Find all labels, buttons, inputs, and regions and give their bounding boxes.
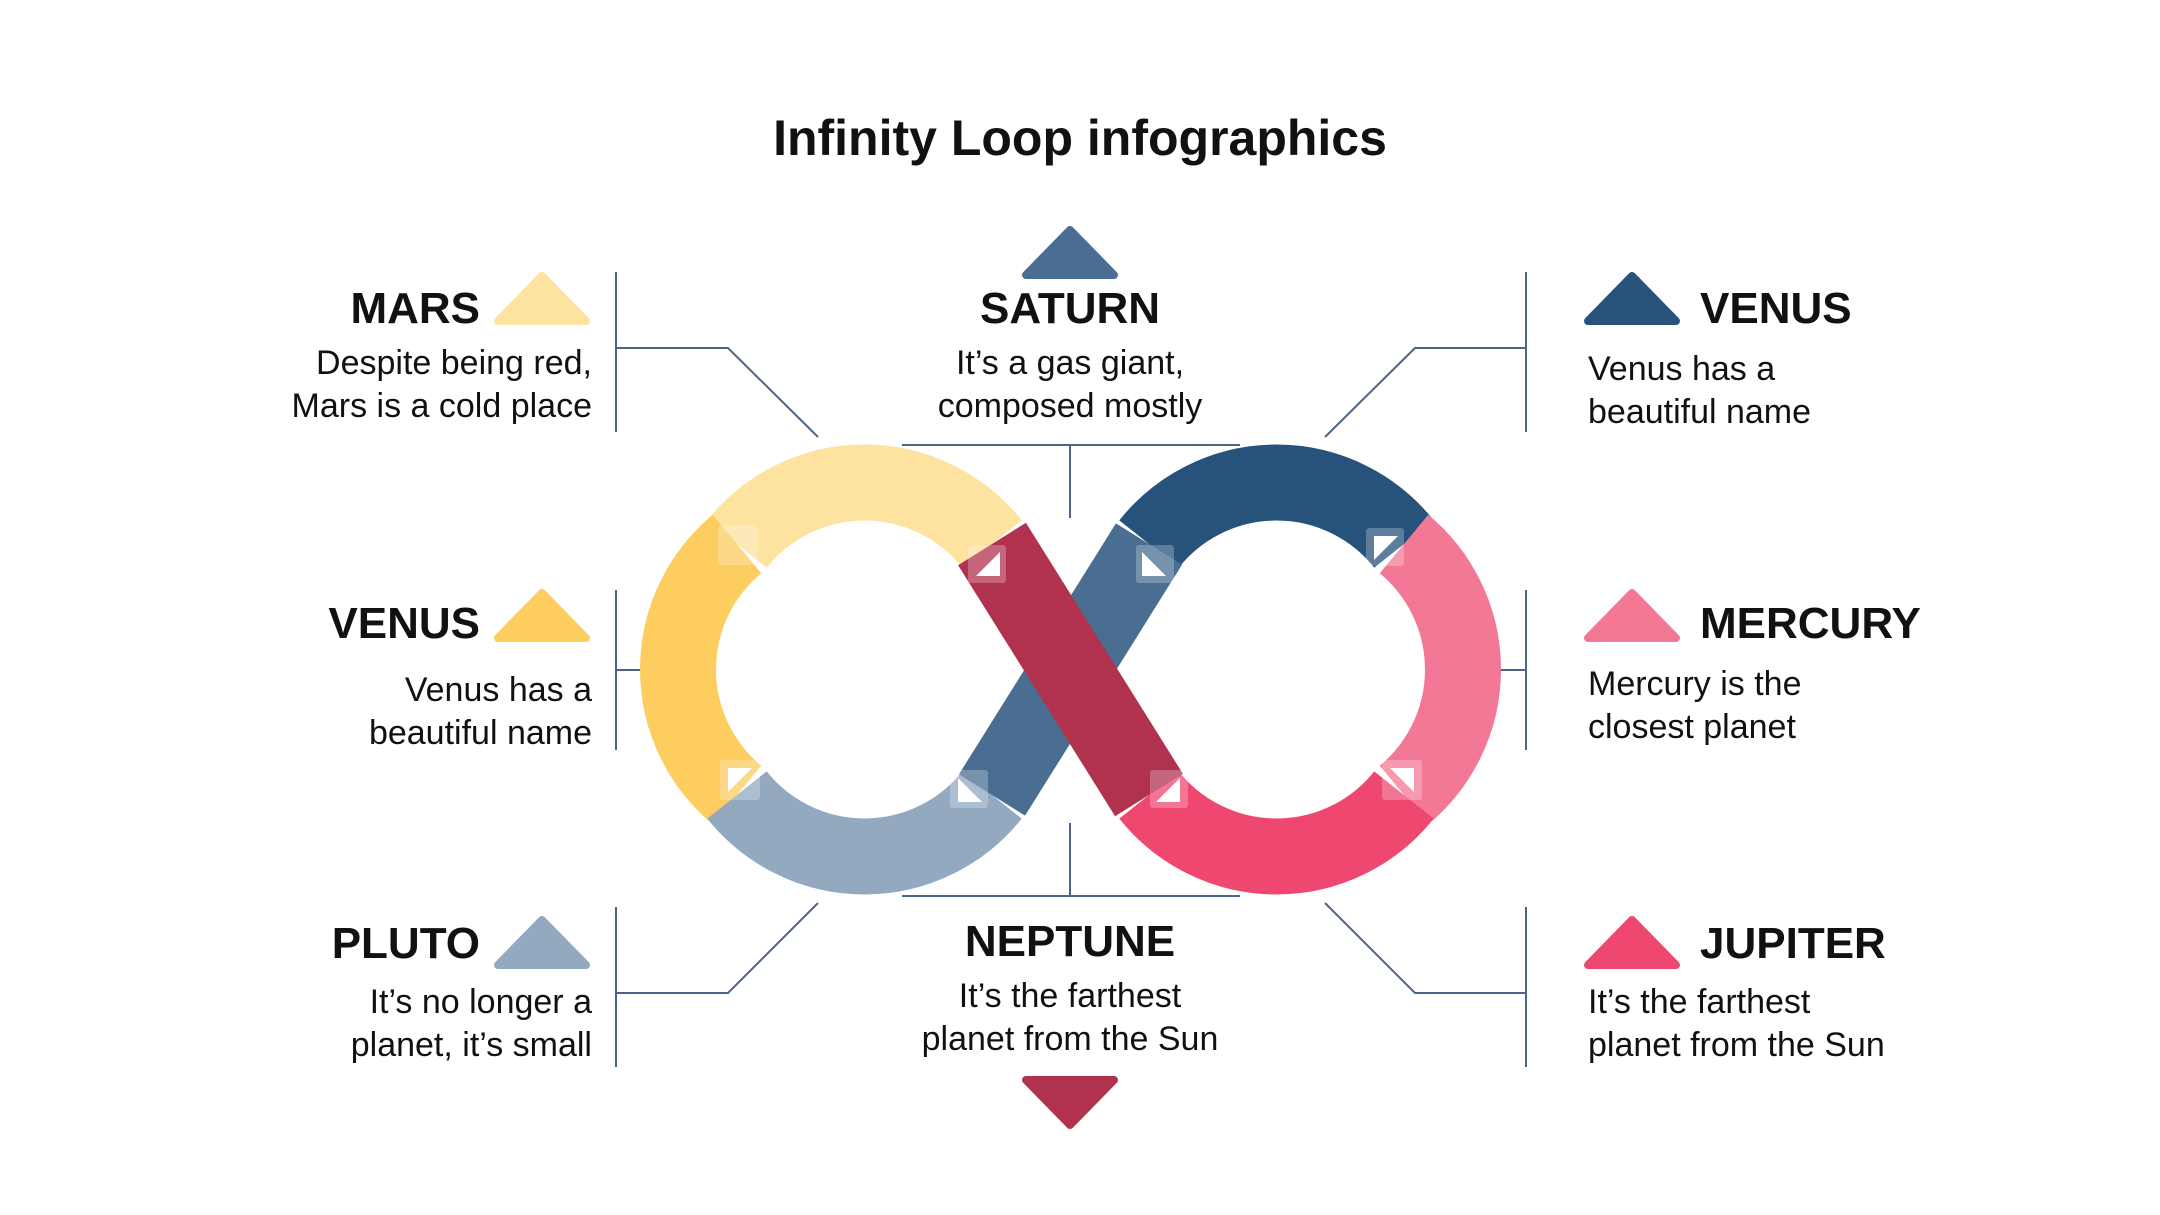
connector-mars-leader [616,347,819,438]
fold-mark-6 [1374,536,1398,560]
item-description: It’s the farthest planet from the Sun [810,975,1330,1061]
fold-mark-4 [1156,778,1180,802]
item-neptune: NEPTUNE It’s the farthest planet from th… [810,915,1330,1061]
item-description-line: Venus has a [1588,350,1776,388]
segment-pluto [707,770,1022,895]
page-title: Infinity Loop infographics [773,110,1387,166]
item-description-line: It’s the farthest [958,977,1182,1015]
item-description-line: planet from the Sun [1588,1026,1885,1064]
triangle-pluto [494,916,590,969]
item-description-line: closest planet [1588,708,1796,746]
triangle-jupiter [1584,916,1680,969]
triangle-saturn [1022,226,1118,279]
fold-mark-3 [958,778,982,802]
loop-right [1119,444,1501,895]
item-name: VENUS [1700,284,1852,333]
triangle-venus-left [494,589,590,642]
segment-mercury [1379,514,1501,825]
triangle-venus-right [1584,272,1680,325]
connector-lines [615,272,1527,1067]
item-name: PLUTO [331,919,480,968]
segment-venus-left [640,514,762,825]
item-description-line: composed mostly [937,387,1203,425]
band-neptune [958,522,1183,817]
item-name: JUPITER [1700,919,1886,968]
segment-mars [707,444,1022,569]
item-name: SATURN [979,284,1161,333]
triangle-markers [494,226,1680,1129]
loop-left [640,444,1022,895]
item-description-line: It’s no longer a [369,983,592,1021]
triangle-mercury [1584,589,1680,642]
item-description: Venus has a beautiful name [1588,348,2018,434]
item-description-line: Despite being red, [316,344,592,382]
triangle-mars [494,272,590,325]
item-saturn: SATURN It’s a gas giant, composed mostly [810,282,1330,428]
item-description: Mercury is the closest planet [1588,663,2018,749]
item-description: Venus has a beautiful name [162,669,592,755]
item-description-line: It’s a gas giant, [955,344,1185,382]
item-name: MERCURY [1700,599,1921,648]
item-description: It’s a gas giant, composed mostly [810,342,1330,428]
item-venus-right: VENUS Venus has a beautiful name [1588,282,2018,434]
connector-jupiter-leader [1324,902,1526,994]
item-name: MARS [350,284,480,333]
item-description-line: Venus has a [404,671,592,709]
segment-jupiter [1119,770,1434,895]
item-description-line: beautiful name [1588,393,1812,431]
fold-tl-outer [718,525,758,565]
item-name: NEPTUNE [964,917,1176,966]
item-description: It’s no longer a planet, it’s small [162,981,592,1067]
item-description: Despite being red, Mars is a cold place [162,342,592,428]
item-jupiter: JUPITER It’s the farthest planet from th… [1588,917,2018,1067]
item-name: VENUS [328,599,480,648]
item-description-line: planet from the Sun [921,1020,1219,1058]
segment-venus-right [1119,444,1434,569]
item-description-line: Mercury is the [1588,665,1802,703]
item-venus-left: VENUS Venus has a beautiful name [162,597,592,755]
fold-mark-2 [728,768,752,792]
item-description: It’s the farthest planet from the Sun [1588,981,2018,1067]
fold-mark-7 [1390,768,1414,792]
triangle-neptune [1022,1076,1118,1129]
fold-tcr [1136,545,1174,583]
fold-markers [718,525,1422,808]
fold-mark-1 [976,552,1000,576]
item-mercury: MERCURY Mercury is the closest planet [1588,597,2018,749]
connector-pluto-leader [616,902,819,994]
fold-tl [968,545,1006,583]
item-pluto: PLUTO It’s no longer a planet, it’s smal… [162,917,592,1067]
item-description-line: planet, it’s small [350,1026,592,1064]
item-description-line: It’s the farthest [1588,983,1811,1021]
item-description-line: Mars is a cold place [291,387,592,425]
fold-mark-5 [1142,552,1166,576]
item-mars: MARS Despite being red, Mars is a cold p… [162,282,592,428]
item-description-line: beautiful name [368,714,592,752]
connector-venus-right-leader [1324,347,1526,438]
